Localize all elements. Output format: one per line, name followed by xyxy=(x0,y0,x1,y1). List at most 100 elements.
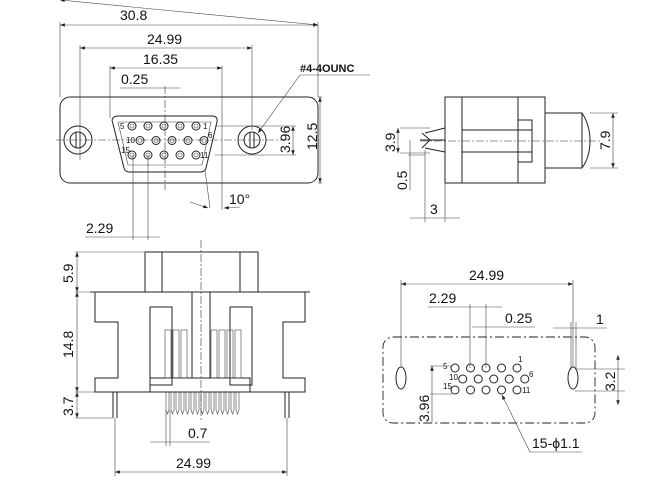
pin xyxy=(504,374,514,384)
pcb-footprint: 5 1 10 6 15 11 24.99 2.29 0.25 1 3.2 3.9… xyxy=(382,267,625,453)
dim-shell-height: 7.9 xyxy=(597,130,613,150)
pin xyxy=(175,121,185,131)
dim-fp-row-spacing: 3.96 xyxy=(416,395,432,422)
pin xyxy=(135,136,145,145)
dim-fp-offset: 0.25 xyxy=(505,310,532,326)
pin xyxy=(159,121,169,131)
pin xyxy=(450,363,460,373)
pin xyxy=(143,121,153,131)
dim-slot-length: 3.2 xyxy=(602,371,618,391)
mount-slot-right xyxy=(567,366,579,390)
pin-array xyxy=(127,121,209,160)
pin-lead xyxy=(165,392,170,415)
pin xyxy=(489,374,499,384)
dim-body-height: 14.8 xyxy=(60,331,76,358)
thread-note: #4-4OUNC xyxy=(300,63,354,75)
pin-lead xyxy=(200,392,205,415)
pin xyxy=(497,363,506,373)
pin-lead xyxy=(230,392,235,415)
pin-label: 10 xyxy=(449,373,458,382)
pin-lead xyxy=(235,392,240,415)
pin-label: 10 xyxy=(126,136,135,145)
pin xyxy=(127,150,137,160)
pin xyxy=(175,150,185,160)
pin-lead xyxy=(220,392,225,415)
pin xyxy=(151,136,161,145)
pin-lead xyxy=(195,392,200,415)
pin-label: 1 xyxy=(203,122,208,131)
dim-shell-width: 16.35 xyxy=(143,51,178,67)
pin-label: 11 xyxy=(522,386,531,395)
pin xyxy=(481,385,491,395)
contact xyxy=(164,329,172,379)
contact xyxy=(226,329,234,379)
pin-lead xyxy=(215,392,220,415)
bottom-view: 5.9 14.8 3.7 0.7 24.99 xyxy=(60,240,310,476)
pin xyxy=(497,385,506,395)
pin-label: 6 xyxy=(529,370,534,379)
dim-slot-width: 1 xyxy=(596,311,604,327)
pin-lead xyxy=(210,392,215,415)
pin xyxy=(520,374,530,384)
side-shell xyxy=(544,112,591,169)
pin xyxy=(159,150,169,160)
body xyxy=(94,291,306,393)
contact xyxy=(180,329,188,379)
pin-label: 6 xyxy=(208,131,213,140)
pin-lead xyxy=(185,392,190,415)
contact xyxy=(172,329,180,379)
board-outline xyxy=(382,336,596,424)
pin xyxy=(512,385,522,395)
side-view: 3.9 0.5 3 7.9 xyxy=(382,96,618,222)
contact xyxy=(234,329,242,379)
dim-fp-pitch: 2.29 xyxy=(429,290,456,306)
contact xyxy=(218,329,226,379)
dim-height: 12.5 xyxy=(304,123,320,150)
dim-pin-length: 3 xyxy=(430,201,438,217)
pin xyxy=(450,385,460,395)
pin-leads xyxy=(164,329,242,415)
pin-label: 1 xyxy=(518,355,523,364)
mount-slot-left xyxy=(395,366,407,390)
pin xyxy=(127,121,137,131)
pin xyxy=(473,374,483,384)
pin xyxy=(466,363,475,373)
hole-note: 15-ϕ1.1 xyxy=(532,435,580,451)
pin-lead xyxy=(225,392,230,415)
dim-hole-spacing: 24.99 xyxy=(147,31,182,47)
dim-pitch: 2.29 xyxy=(86,220,113,236)
pin-label: 5 xyxy=(443,362,448,371)
pin-label: 5 xyxy=(120,122,125,131)
pin-label: 11 xyxy=(200,151,209,160)
d-shell xyxy=(111,115,218,173)
dim-pin-pitch: 0.7 xyxy=(188,425,208,441)
dim-pin-height: 3.7 xyxy=(60,396,76,416)
pin-label: 15 xyxy=(443,382,452,391)
pin xyxy=(458,374,468,384)
dim-row-spacing: 3.96 xyxy=(277,126,293,153)
pin xyxy=(183,136,193,145)
front-view: 5 1 10 6 15 11 30.8 24.99 16.35 0.25 #4-… xyxy=(56,0,370,240)
pin-lead xyxy=(170,392,175,415)
pin-label: 15 xyxy=(121,146,130,155)
dim-mount-spacing: 24.99 xyxy=(176,455,211,471)
pin-lead xyxy=(205,392,210,415)
pin-lead xyxy=(190,392,195,415)
dim-pin-span: 3.9 xyxy=(382,132,398,152)
hole-array xyxy=(450,363,530,395)
dim-cap-height: 5.9 xyxy=(60,263,76,283)
dim-angle: 10° xyxy=(229,191,250,207)
dim-pin-width: 0.5 xyxy=(394,170,410,190)
pin xyxy=(167,136,177,145)
pin xyxy=(512,363,522,373)
pin xyxy=(199,136,209,145)
dim-offset: 0.25 xyxy=(121,71,148,87)
contact xyxy=(210,329,218,379)
pin xyxy=(466,385,475,395)
pin xyxy=(191,121,201,131)
dim-fp-hole-spacing: 24.99 xyxy=(469,267,504,283)
pin xyxy=(191,150,201,160)
pin-lead xyxy=(175,392,180,415)
